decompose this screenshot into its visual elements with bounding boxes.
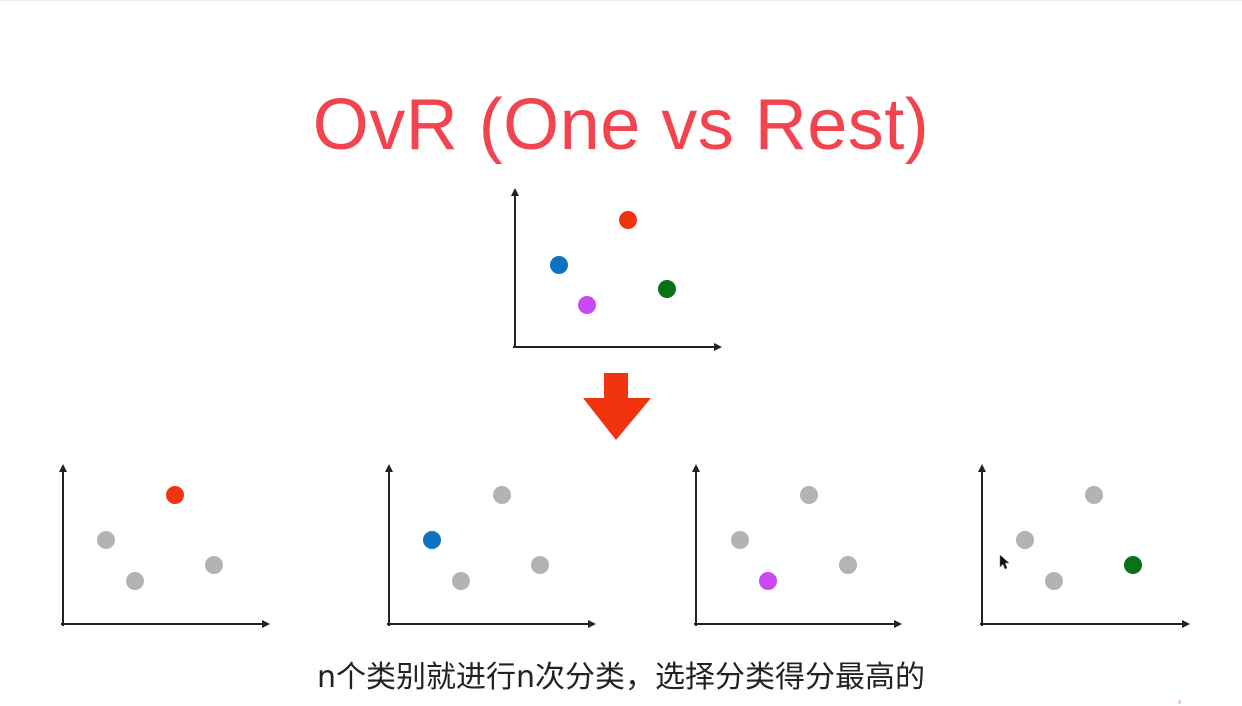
green-vs-rest-chart — [978, 464, 1190, 628]
slide-caption: n个类别就进行n次分类，选择分类得分最高的 — [316, 660, 926, 695]
point-green — [1124, 556, 1142, 574]
point-rest — [531, 556, 549, 574]
point-blue — [423, 531, 441, 549]
point-blue — [550, 256, 568, 274]
top-border — [0, 0, 1242, 1]
blue-vs-rest-chart — [385, 464, 596, 628]
purple-vs-rest-chart — [692, 464, 902, 628]
point-rest — [731, 531, 749, 549]
point-green — [658, 280, 676, 298]
original-scatter-chart — [511, 188, 722, 351]
point-purple — [759, 572, 777, 590]
point-rest — [800, 486, 818, 504]
point-rest — [493, 486, 511, 504]
point-rest — [1016, 531, 1034, 549]
slide-title: OvR (One vs Rest) — [312, 85, 930, 165]
down-arrow-icon — [583, 373, 651, 440]
point-red — [619, 211, 637, 229]
point-rest — [126, 572, 144, 590]
point-rest — [97, 531, 115, 549]
corner-mark — [1178, 700, 1181, 704]
point-rest — [1045, 572, 1063, 590]
point-rest — [452, 572, 470, 590]
red-vs-rest-chart — [59, 464, 270, 628]
point-rest — [839, 556, 857, 574]
point-rest — [1085, 486, 1103, 504]
mouse-cursor-icon — [999, 554, 1010, 570]
point-rest — [205, 556, 223, 574]
point-red — [166, 486, 184, 504]
point-purple — [578, 296, 596, 314]
